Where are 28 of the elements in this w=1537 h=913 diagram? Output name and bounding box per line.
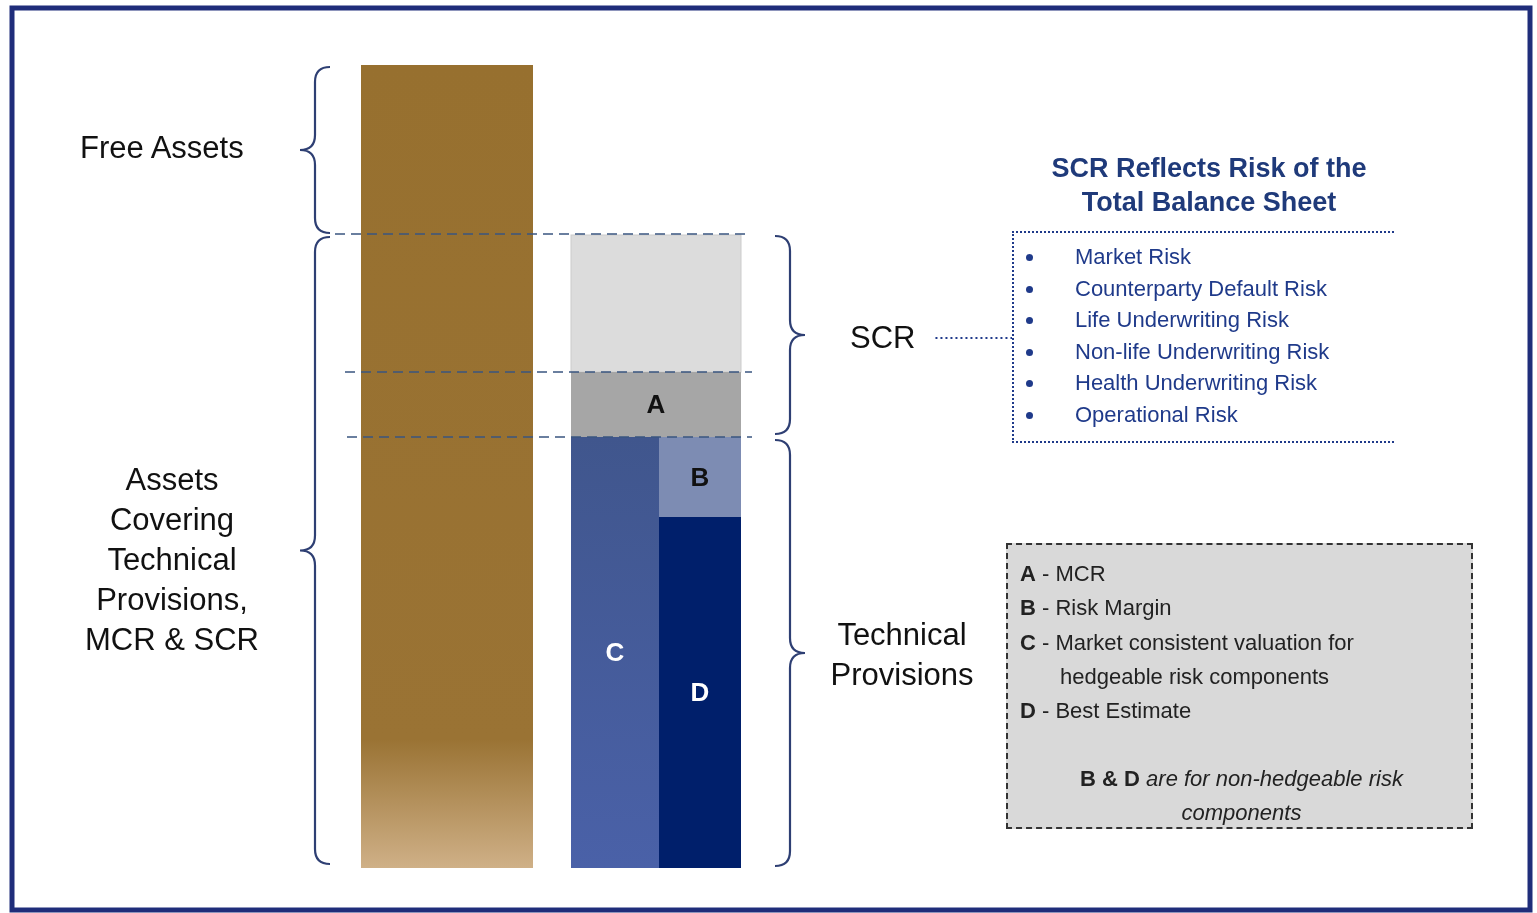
- note-text: B & D are for non-hedgeable risk components: [1079, 765, 1405, 827]
- key-entry: A - MCR: [1020, 560, 1107, 588]
- list-item: Life Underwriting Risk: [1075, 306, 1289, 334]
- bracket-label: Free Assets: [80, 129, 245, 167]
- segment-label: A: [646, 389, 666, 420]
- key-entry: D - Best Estimate: [1020, 697, 1193, 725]
- list-item: Counterparty Default Risk: [1075, 274, 1327, 303]
- best-estimate-segment: [659, 517, 741, 868]
- segment-label: B: [690, 461, 710, 493]
- scr-segment: [570, 234, 742, 373]
- segment-label: C: [605, 637, 625, 668]
- list-item: Operational Risk: [1075, 400, 1238, 429]
- risk-margin-segment: [659, 437, 741, 517]
- mcr-segment: [571, 372, 741, 437]
- list-item: Non-life Underwriting Risk: [1075, 337, 1330, 366]
- dotted-connector: [934, 337, 1013, 339]
- list-heading: SCR Reflects Risk of the Total Balance Sheet: [1050, 152, 1368, 219]
- key-entry: B - Risk Margin: [1020, 594, 1173, 622]
- list-item: Health Underwriting Risk: [1075, 369, 1318, 397]
- bracket-label: Technical Provisions: [829, 616, 975, 694]
- key-panel: [1006, 543, 1473, 829]
- list-item: Market Risk: [1075, 243, 1192, 271]
- scr-label: SCR: [850, 320, 916, 356]
- valuation-segment: [571, 437, 659, 868]
- asset-bar: [361, 65, 533, 868]
- bracket-label: Assets Covering Technical Provisions, MCR & SCR: [84, 461, 260, 659]
- segment-label: D: [690, 677, 710, 708]
- key-entry: C - Market consistent valuation for hedgeable risk components: [1020, 629, 1355, 691]
